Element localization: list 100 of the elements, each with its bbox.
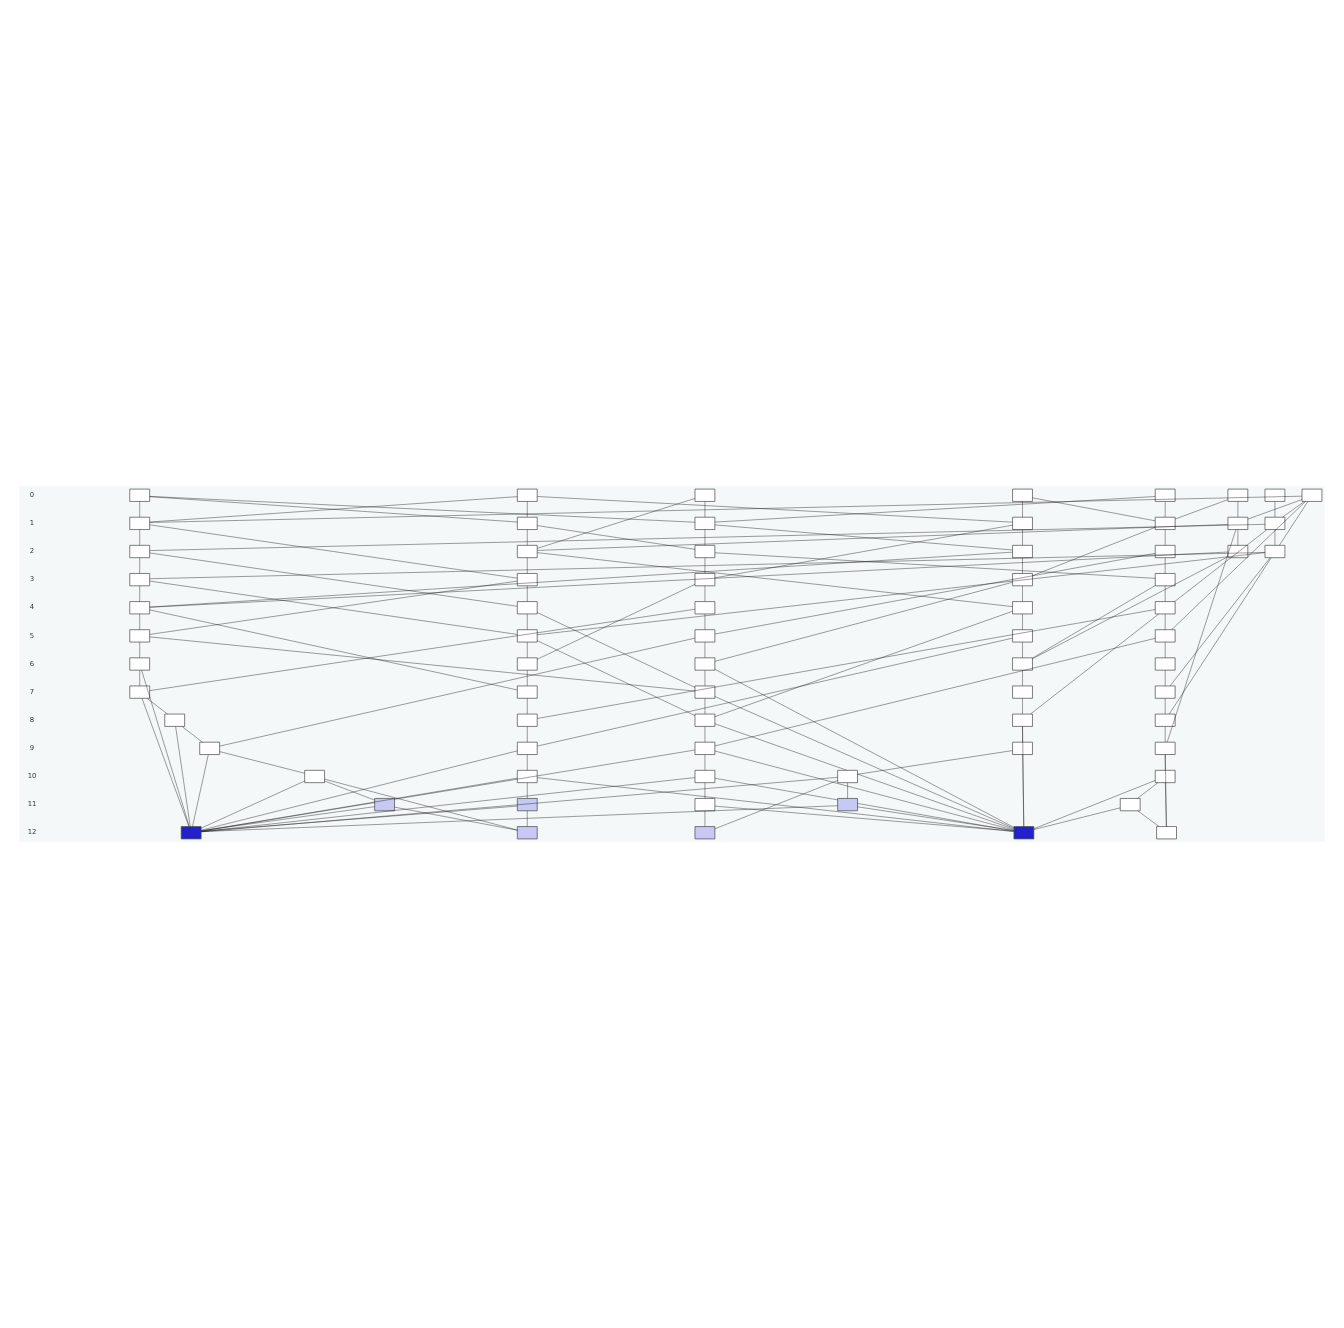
connector bbox=[537, 524, 1229, 551]
node-box bbox=[694, 545, 716, 559]
connector bbox=[714, 582, 1013, 662]
connector bbox=[141, 670, 190, 827]
connector bbox=[714, 696, 1014, 829]
node-box bbox=[129, 516, 150, 530]
node-box bbox=[1012, 573, 1033, 587]
node-box bbox=[129, 601, 150, 615]
node-box bbox=[516, 769, 538, 783]
node-box bbox=[516, 685, 538, 699]
connector bbox=[1022, 501, 1023, 518]
node-box bbox=[837, 798, 858, 812]
connector bbox=[201, 749, 696, 832]
node-box bbox=[516, 713, 538, 727]
node-box bbox=[694, 685, 716, 699]
node-box bbox=[1012, 741, 1033, 755]
node-box bbox=[1154, 685, 1176, 699]
node-box bbox=[1264, 545, 1286, 559]
connector bbox=[714, 552, 1156, 579]
connector bbox=[200, 750, 518, 831]
node-box bbox=[1154, 545, 1176, 559]
node-box bbox=[1012, 713, 1033, 727]
connector bbox=[149, 524, 1266, 551]
node-box bbox=[516, 629, 538, 643]
connector bbox=[149, 495, 1303, 523]
connector bbox=[149, 496, 518, 523]
connector bbox=[201, 777, 838, 833]
node-box bbox=[199, 741, 220, 755]
connector bbox=[537, 525, 696, 550]
connector bbox=[714, 805, 1014, 832]
connector bbox=[714, 553, 1156, 635]
node-box bbox=[516, 657, 538, 671]
connector bbox=[537, 609, 1156, 719]
node-box bbox=[694, 573, 716, 587]
node-box bbox=[1264, 516, 1286, 530]
connector bbox=[714, 496, 1156, 523]
connector bbox=[201, 780, 305, 829]
connector bbox=[1022, 557, 1023, 574]
node-box bbox=[1154, 629, 1176, 643]
node-box bbox=[1154, 657, 1176, 671]
connector bbox=[537, 777, 1014, 832]
node-box bbox=[516, 516, 538, 530]
node-box bbox=[1012, 516, 1033, 530]
connector bbox=[149, 496, 696, 523]
connector bbox=[141, 698, 189, 827]
node-box bbox=[1227, 488, 1249, 502]
connector bbox=[1022, 670, 1023, 686]
node-box bbox=[1012, 488, 1033, 502]
node-box bbox=[1227, 516, 1249, 530]
connector bbox=[714, 524, 1013, 579]
node-box bbox=[694, 601, 716, 615]
node-box bbox=[694, 488, 716, 502]
connector bbox=[149, 636, 696, 692]
connector bbox=[1167, 529, 1237, 743]
node-box bbox=[1154, 769, 1176, 783]
node-box bbox=[1013, 826, 1035, 840]
node-box bbox=[516, 798, 538, 812]
node-box bbox=[1012, 685, 1033, 699]
node-box bbox=[694, 657, 716, 671]
connector bbox=[1022, 754, 1024, 827]
node-box bbox=[1119, 798, 1141, 812]
connector bbox=[1030, 529, 1268, 715]
node-box bbox=[180, 826, 202, 840]
node-box bbox=[129, 545, 150, 559]
connector bbox=[1032, 585, 1156, 659]
connector bbox=[149, 551, 1228, 608]
connector bbox=[857, 806, 1014, 831]
node-box bbox=[516, 573, 538, 587]
connector bbox=[1165, 782, 1167, 827]
connector bbox=[1171, 501, 1306, 630]
connector bbox=[149, 580, 518, 635]
connector bbox=[1137, 810, 1160, 827]
connector bbox=[201, 806, 375, 831]
connector bbox=[714, 524, 1013, 551]
connector bbox=[1032, 556, 1228, 659]
connector bbox=[1022, 529, 1023, 546]
node-box bbox=[129, 685, 150, 699]
node-box bbox=[1154, 741, 1176, 755]
connector bbox=[192, 754, 209, 827]
node-box bbox=[1154, 601, 1176, 615]
node-box bbox=[374, 798, 395, 812]
node-box bbox=[516, 826, 538, 840]
node-box bbox=[1264, 488, 1286, 502]
node-box bbox=[129, 629, 150, 643]
connector bbox=[149, 552, 518, 607]
node-box bbox=[1154, 516, 1176, 530]
connector bbox=[149, 609, 518, 691]
node-box bbox=[516, 488, 538, 502]
connector bbox=[537, 552, 1013, 607]
connector bbox=[714, 750, 1014, 831]
connector bbox=[1032, 497, 1156, 522]
node-box bbox=[837, 769, 858, 783]
connector bbox=[146, 698, 168, 715]
node-box bbox=[694, 713, 716, 727]
node-box bbox=[694, 516, 716, 530]
connector bbox=[1032, 527, 1156, 576]
node-box bbox=[129, 657, 150, 671]
node-box bbox=[516, 601, 538, 615]
node-box bbox=[1154, 573, 1176, 587]
node-box bbox=[694, 741, 716, 755]
